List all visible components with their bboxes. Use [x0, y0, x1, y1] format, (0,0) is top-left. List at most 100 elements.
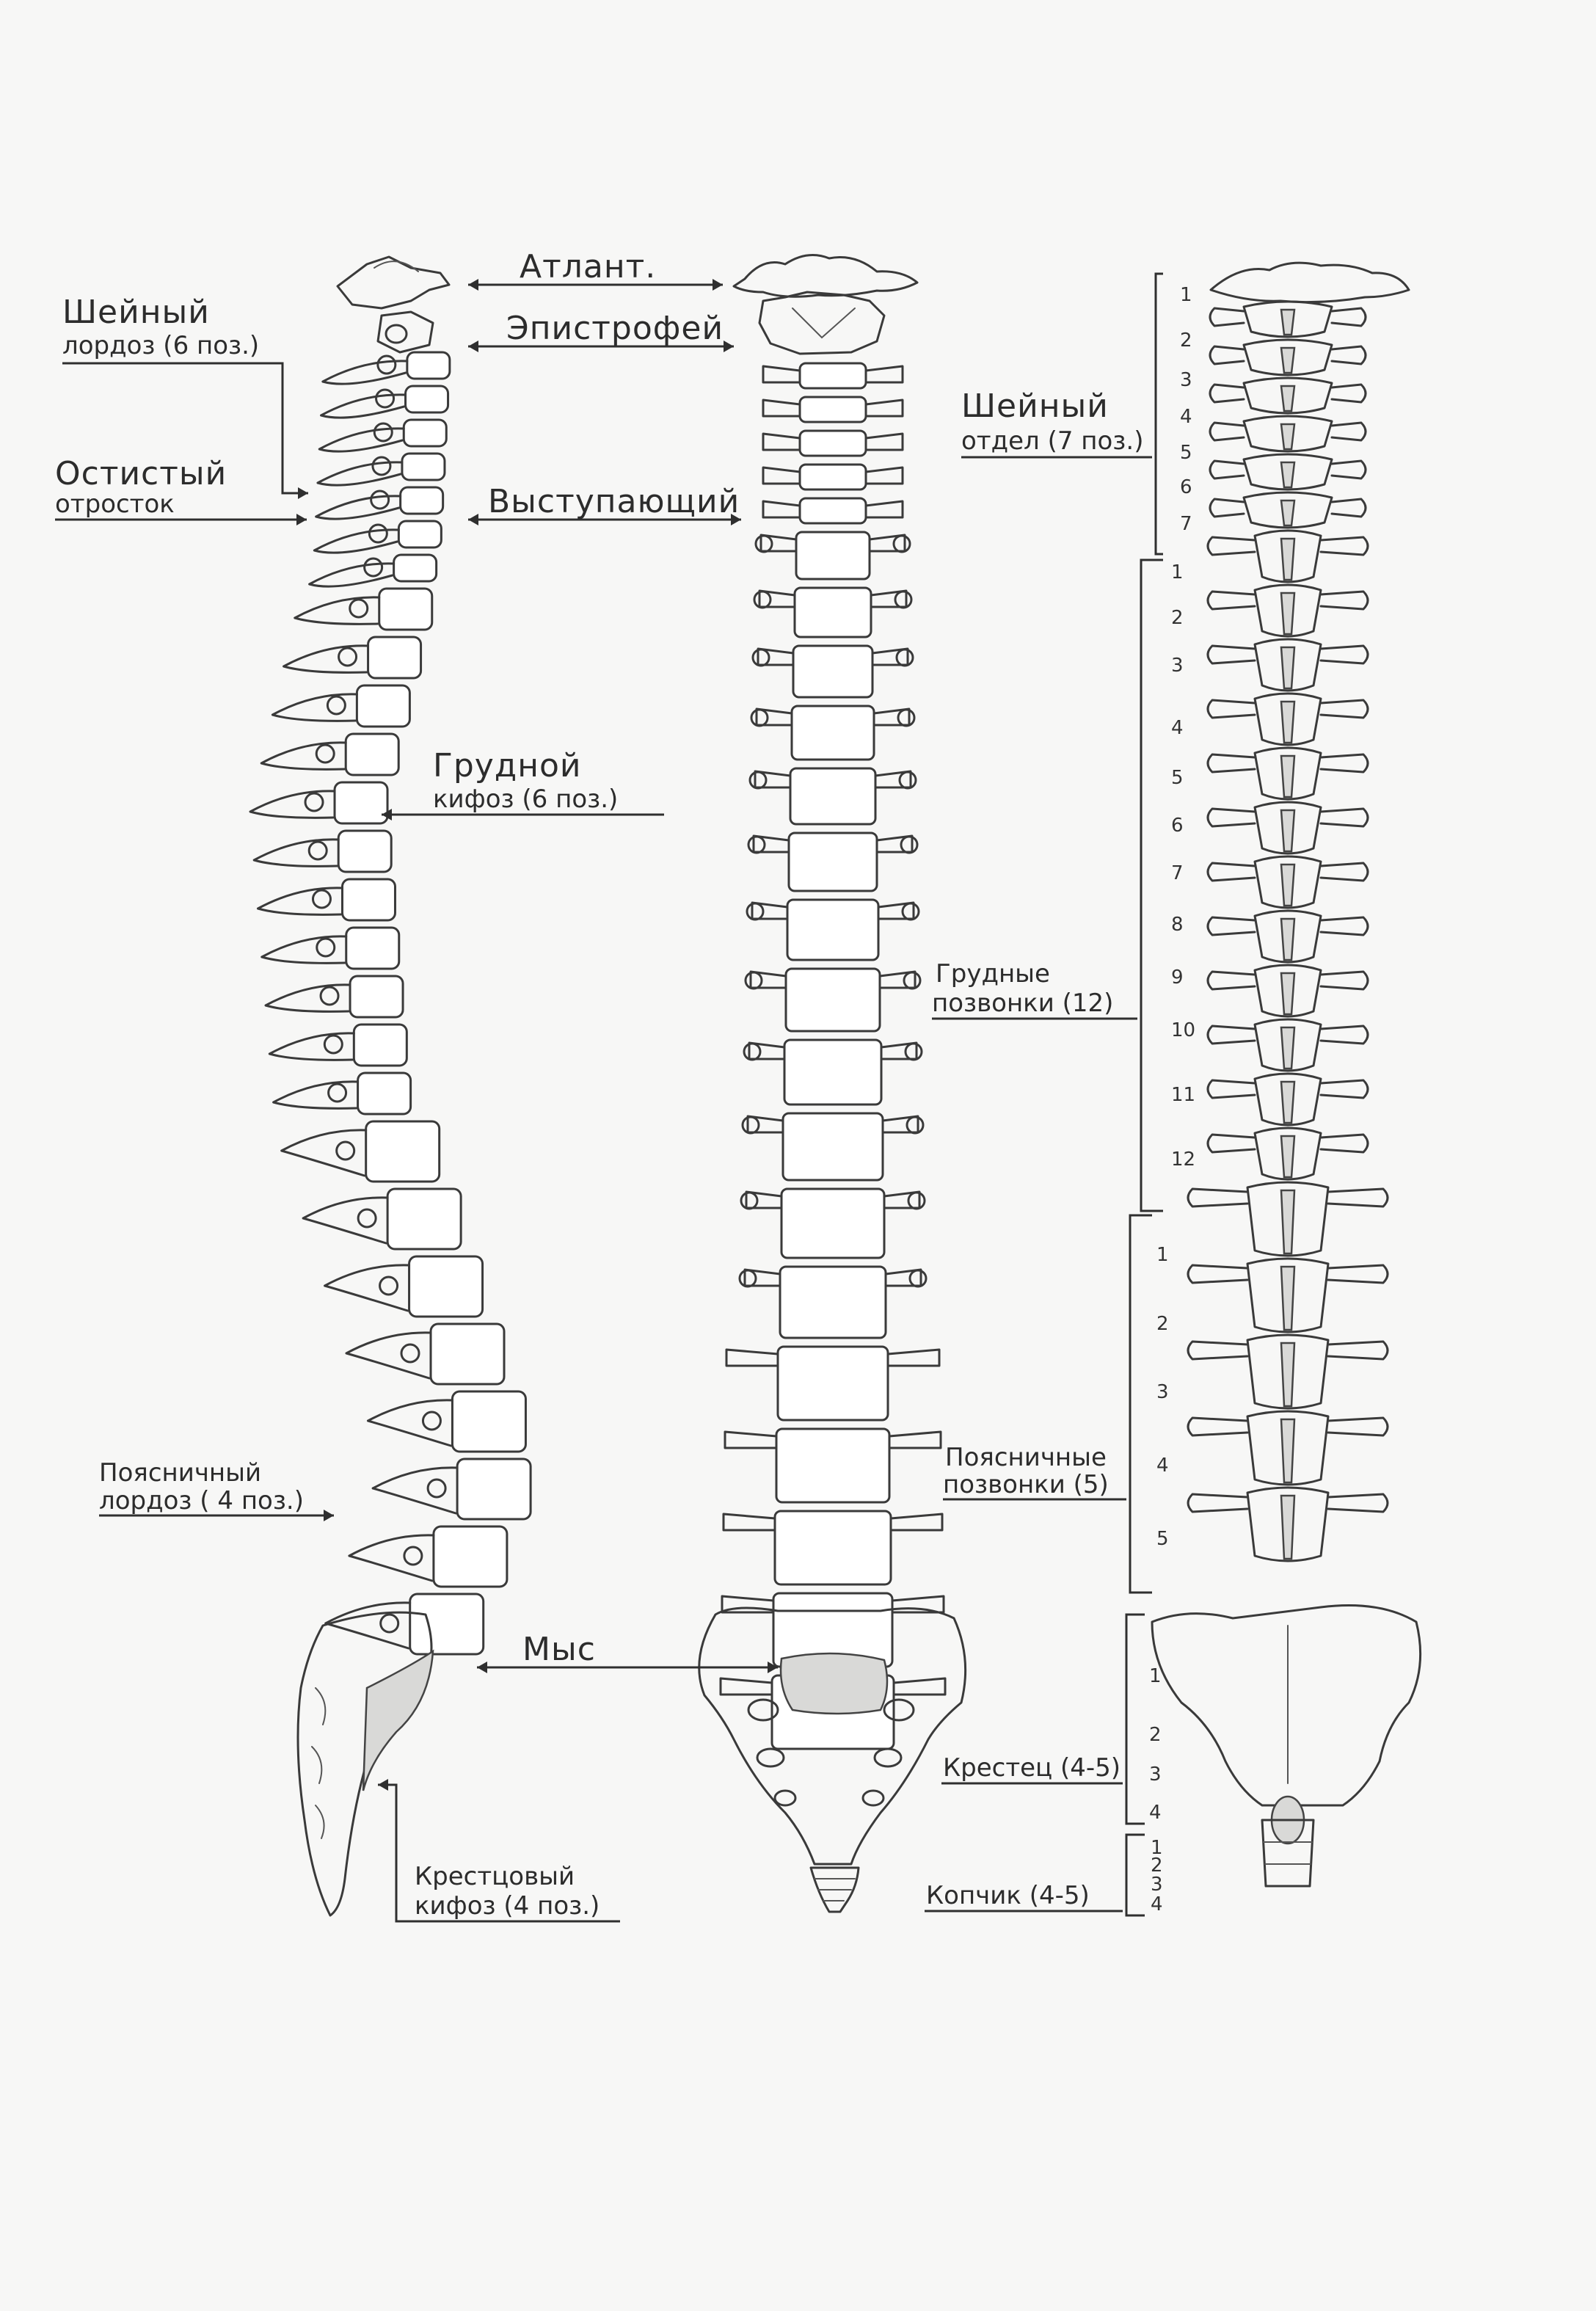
- vertebral-arch: [1253, 909, 1322, 964]
- transverse-process: [1209, 307, 1367, 327]
- vertebral-arch: [1246, 1410, 1330, 1486]
- lateral-spinous-processes: [249, 354, 459, 1650]
- thoracic-number: 2: [1171, 607, 1184, 629]
- section-brackets: [1125, 272, 1163, 1917]
- spinous-process-label: Остистый: [55, 455, 227, 492]
- lateral-vertebral-body: [406, 351, 451, 380]
- lateral-spinous-process: [366, 1399, 453, 1447]
- vertebral-arch: [1246, 1181, 1330, 1257]
- transverse-process: [758, 589, 908, 608]
- spinous-process-sublabel: отросток: [55, 490, 175, 519]
- sacral-number: 4: [1149, 1802, 1162, 1824]
- transverse-process: [1187, 1340, 1389, 1361]
- anterior-vertebral-body: [784, 967, 881, 1033]
- anterior-vertebral-body: [780, 1187, 886, 1259]
- lumbar-number: 2: [1156, 1313, 1169, 1335]
- anatomical-labels: Шейный лордоз (6 поз.) Остистый отросток…: [55, 248, 1143, 1921]
- lateral-spinous-process: [271, 693, 358, 722]
- thoracic-vertebrae-label: Грудные: [936, 959, 1050, 989]
- sacral-number: 1: [1149, 1665, 1162, 1687]
- spinous-process: [1280, 1189, 1296, 1255]
- vertebral-arch: [1253, 692, 1322, 746]
- spinous-process: [1280, 385, 1296, 412]
- lateral-spinous-process: [316, 461, 404, 487]
- transverse-process: [1206, 590, 1369, 611]
- transverse-process: [1206, 536, 1369, 556]
- lateral-vertebral-body: [401, 452, 446, 481]
- lateral-spinous-process: [283, 644, 370, 674]
- cervical-section-sublabel: отдел (7 поз.): [961, 426, 1143, 456]
- lateral-spinous-process: [315, 495, 402, 520]
- thoracic-number: 3: [1171, 655, 1184, 677]
- anterior-vertebral-body: [783, 1038, 883, 1106]
- lateral-spinous-process: [256, 887, 343, 916]
- transverse-process: [719, 1677, 947, 1696]
- vertebral-arch: [1253, 1127, 1322, 1181]
- spinous-process: [1280, 809, 1296, 853]
- spinous-process: [1280, 1342, 1296, 1408]
- thoracic-number: 10: [1171, 1019, 1195, 1041]
- anterior-vertebral-body: [781, 1112, 884, 1182]
- lateral-vertebral-body: [432, 1525, 509, 1588]
- transverse-process: [721, 1595, 945, 1614]
- lateral-vertebral-body: [404, 385, 450, 414]
- spinous-process: [1280, 1026, 1296, 1070]
- lateral-vertebral-body: [349, 975, 404, 1019]
- lateral-spinous-process: [308, 562, 396, 588]
- thoracic-number: 9: [1171, 967, 1184, 989]
- lumbar-lordosis-label: Поясничный: [99, 1458, 261, 1488]
- cervical-number: 2: [1180, 330, 1192, 352]
- lateral-spinous-process: [280, 1129, 368, 1177]
- transverse-process: [1209, 345, 1367, 365]
- spinous-process: [1280, 308, 1296, 336]
- sacral-number: 2: [1149, 1724, 1162, 1746]
- lateral-vertebral-body: [451, 1390, 527, 1453]
- spinous-process: [1280, 537, 1296, 581]
- vertebral-arch: [1253, 746, 1322, 801]
- cervical-number: 5: [1180, 442, 1192, 464]
- spinous-process: [1280, 754, 1296, 798]
- anterior-vertebral-body: [790, 705, 875, 761]
- axis-label: Эпистрофей: [506, 310, 724, 347]
- transverse-process: [1206, 807, 1369, 828]
- atlas-label: Атлант.: [520, 248, 656, 285]
- lateral-vertebral-body: [456, 1457, 532, 1521]
- lateral-spinous-process: [324, 1601, 412, 1650]
- spinous-process: [1280, 499, 1296, 527]
- lateral-spinous-process: [268, 1032, 355, 1061]
- spinous-process: [1280, 423, 1296, 451]
- lateral-spinous-process: [318, 427, 405, 453]
- spinous-process: [1280, 1135, 1296, 1179]
- transverse-process: [752, 834, 914, 854]
- coccygeal-number: 2: [1151, 1855, 1163, 1877]
- lateral-vertebral-body: [365, 1120, 441, 1183]
- lateral-vertebral-body: [409, 1593, 485, 1656]
- transverse-process: [1206, 753, 1369, 774]
- thoracic-number: 7: [1171, 862, 1184, 884]
- lateral-vertebral-body: [333, 781, 389, 825]
- transverse-process: [751, 901, 915, 920]
- anterior-spine-drawing: [698, 254, 967, 1913]
- transverse-process: [762, 500, 904, 519]
- anterior-vertebral-body: [776, 1345, 889, 1422]
- transverse-process: [748, 1041, 918, 1060]
- vertebral-arch: [1242, 376, 1333, 415]
- transverse-process: [1206, 970, 1369, 991]
- lateral-spinous-process: [294, 596, 381, 625]
- coccyx-label: Копчик (4-5): [926, 1881, 1090, 1910]
- transverse-process: [757, 647, 909, 666]
- transverse-process: [1209, 498, 1367, 518]
- lateral-vertebral-body: [367, 636, 423, 680]
- lumbar-vertebrae-sublabel: позвонки (5): [943, 1470, 1109, 1499]
- vertebral-arch: [1242, 300, 1333, 338]
- transverse-process: [762, 432, 904, 451]
- cervical-number: 7: [1180, 513, 1192, 535]
- vertebral-arch: [1242, 338, 1333, 376]
- lateral-vertebral-body: [402, 418, 448, 448]
- vertebral-arch: [1253, 529, 1322, 583]
- transverse-process: [725, 1348, 941, 1367]
- anterior-vertebral-body: [787, 831, 878, 892]
- anterior-vertebral-body: [792, 644, 874, 699]
- lateral-spinous-process: [320, 393, 407, 419]
- spinous-process: [1280, 346, 1296, 374]
